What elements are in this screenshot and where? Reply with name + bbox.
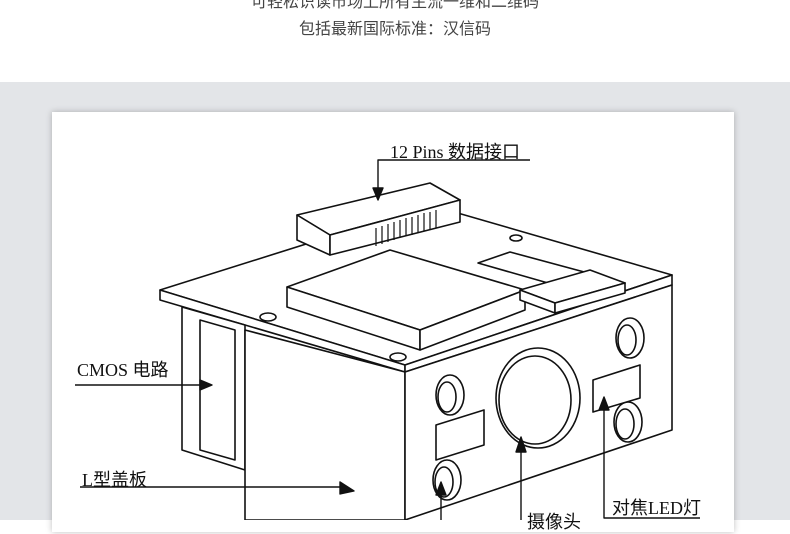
front-hole-inner [615,408,635,440]
label-camera: 摄像头 [527,512,581,532]
mounting-hole [389,352,407,362]
mounting-hole [509,234,523,242]
label-focus-led: 对焦LED灯 [612,498,701,518]
cmos-circuit-inner [199,319,236,461]
front-hole-inner [617,324,637,356]
connector-pins [375,210,437,246]
leader-lines [75,159,700,520]
label-cmos-circuit: CMOS 电路 [77,360,169,380]
connector-front [329,199,461,256]
label-l-cover: L型盖板 [82,470,147,490]
arrow-right-icon [199,379,213,391]
scanner-module-drawing [75,159,700,520]
camera-lens-inner [498,355,572,445]
front-hole-inner [437,381,457,413]
arrow-right-icon [339,481,355,495]
mounting-hole [259,312,277,322]
leader-line-pins [377,159,530,190]
arrow-up-icon [515,436,527,453]
arrow-down-icon [372,187,384,201]
caption-line-1: 可轻松识读市场上所有主流一维和二维码 [250,0,539,11]
chip-large-front [419,289,526,351]
leader-line-led [603,410,700,519]
led-window-left [435,409,485,461]
l-cover [244,329,406,520]
caption-line-2: 包括最新国际标准：汉信码 [298,19,491,38]
arrow-up-icon [435,481,447,496]
arrow-up-icon [598,396,610,411]
label-data-interface: 12 Pins 数据接口 [390,142,521,162]
chip-small-2-front [554,282,626,314]
